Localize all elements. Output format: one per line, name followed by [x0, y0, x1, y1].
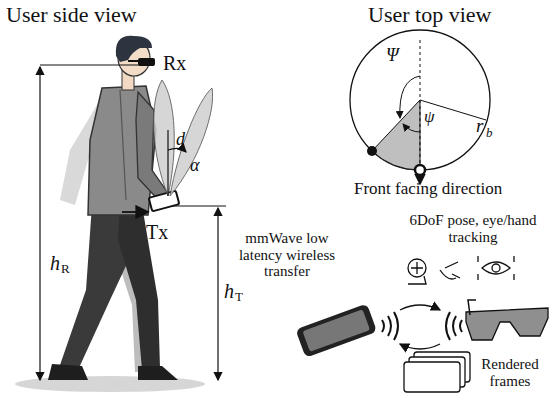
subscript: R: [61, 262, 70, 276]
radius-symbol: r: [476, 116, 483, 137]
tracking-label: 6DoF pose, eye/hand tracking: [398, 212, 548, 245]
phone: [149, 191, 180, 212]
vertical-ref: [167, 130, 168, 196]
tx-pointer: [122, 211, 148, 213]
shoe: [48, 364, 88, 380]
phone-device: [295, 304, 377, 358]
link-label: mmWave low latency wireless transfer: [222, 230, 352, 280]
subscript: T: [235, 290, 243, 304]
shoe: [138, 366, 178, 380]
open-dot: [415, 165, 425, 175]
direction-label: Front facing direction: [354, 180, 502, 199]
height-symbol: h: [50, 252, 60, 274]
subscript: b: [486, 126, 493, 140]
height-dimension: [217, 208, 218, 380]
dot: [367, 146, 377, 156]
frames-label: Rendered frames: [470, 356, 550, 389]
angle-symbol: α: [190, 156, 199, 176]
angle-symbol: Ψ: [386, 46, 399, 66]
frame-stack: [404, 352, 470, 392]
height-dimension: [39, 67, 40, 380]
beam-lobe: [154, 80, 175, 196]
top-view-circle: [350, 30, 490, 170]
panel-title: User side view: [6, 3, 137, 27]
height-symbol: h: [224, 280, 234, 302]
distance-symbol: d: [176, 130, 185, 150]
receiver-label: Rx: [163, 52, 186, 74]
angle-symbol: ψ: [424, 108, 435, 127]
transmitter-label: Tx: [146, 221, 168, 243]
panel-title: User top view: [368, 3, 491, 27]
ground-shadow: [15, 376, 205, 392]
ar-glasses: [466, 300, 548, 340]
signal: [382, 312, 462, 340]
beam-lobe: [170, 88, 213, 196]
sector: [372, 100, 420, 170]
tracking-icons: [408, 256, 514, 284]
